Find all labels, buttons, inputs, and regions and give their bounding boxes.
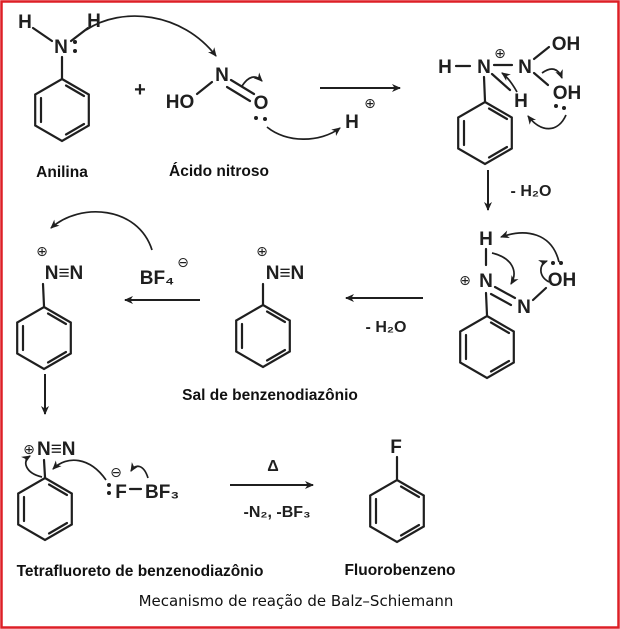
benzene-ring <box>17 476 73 542</box>
int2-curved-arrows <box>491 230 560 285</box>
benzene-ring <box>235 303 291 369</box>
nitroso-ho: HO <box>166 92 195 113</box>
arrow-bf4-to-n <box>50 210 153 251</box>
diazonium-left-charge: ⊕ <box>36 244 48 260</box>
tetra-bond <box>42 458 47 479</box>
tetra-label: Tetrafluoreto de benzenodiazônio <box>17 563 264 580</box>
bf4-formula: BF₄ <box>140 268 174 289</box>
int1-n1: N <box>477 57 491 78</box>
int1-h-mid: H <box>514 91 528 112</box>
int2-oh: OH <box>548 270 577 291</box>
nitroso-label: Ácido nitroso <box>169 163 269 180</box>
diazonium-charge: ⊕ <box>256 244 268 260</box>
arrow-noh-to-oh <box>541 68 563 79</box>
molecule-aniline: H H N Anilina <box>18 11 101 181</box>
aniline-label: Anilina <box>36 164 88 181</box>
tetra-curved-arrows <box>21 455 149 481</box>
arrow-noh-curl <box>538 260 550 283</box>
benzene-ring <box>459 314 515 380</box>
molecule-diazonium-center: ⊕ N≡N Sal de benzenodiazônio <box>182 244 358 404</box>
tetra-bf3: BF₃ <box>145 482 179 503</box>
delta-symbol: Δ <box>267 458 279 475</box>
diazonium-nn: N≡N <box>266 263 305 284</box>
loss-h2o-2: - H₂O <box>366 319 407 336</box>
arrow-oh-to-htop <box>500 230 560 263</box>
proton-h: H <box>345 112 359 133</box>
aniline-lone-pair <box>73 40 77 53</box>
benzene-ring <box>34 77 90 143</box>
int1-oh-top: OH <box>552 34 581 55</box>
bf4-charge: ⊖ <box>177 255 189 271</box>
diagram-caption: Mecanismo de reação de Balz–Schiemann <box>139 592 454 610</box>
bf4-anion: BF₄ ⊖ <box>50 210 189 289</box>
proton-charge: ⊕ <box>364 96 376 112</box>
arrow-f-to-ring <box>52 459 107 481</box>
final-reaction: Δ -N₂, -BF₃ <box>230 458 314 521</box>
molecule-diazonium-left: ⊕ N≡N <box>16 244 84 371</box>
molecule-tetrafluoroborate: ⊕ N≡N ⊖ F BF₃ Tetrafluoreto de benzenodi… <box>17 439 264 580</box>
arrow-n-lonepair-to-n <box>85 15 217 57</box>
diazonium-left-bond <box>41 282 46 308</box>
nitroso-o: O <box>254 93 269 114</box>
int2-charge: ⊕ <box>459 273 471 289</box>
int2-n1: N <box>479 271 493 292</box>
arrow-cn-to-n <box>21 455 43 478</box>
aniline-bonds <box>31 26 90 81</box>
arrow-fb-to-f <box>130 462 149 479</box>
int1-n2: N <box>518 57 532 78</box>
tetra-charge-minus: ⊖ <box>110 465 122 481</box>
curved-arrows-step1 <box>85 15 341 140</box>
tetra-f-lone-pair <box>107 483 111 495</box>
fluorobenzene-label: Fluorobenzeno <box>344 562 455 579</box>
arrow-pi-to-o <box>241 72 263 87</box>
arrow-nh-to-nn <box>491 252 519 285</box>
molecule-fluorobenzene: F Fluorobenzeno <box>344 437 455 579</box>
tetra-charge-plus: ⊕ <box>23 442 35 458</box>
int1-charge: ⊕ <box>494 46 506 62</box>
molecule-intermediate1: H ⊕ N N OH OH H <box>438 34 582 166</box>
aniline-h-left: H <box>18 12 32 33</box>
int2-n2: N <box>517 297 531 318</box>
diazonium-left-nn: N≡N <box>45 263 84 284</box>
int2-bonds <box>484 247 548 317</box>
conditions-text: -N₂, -BF₃ <box>244 504 311 521</box>
int1-curved-arrows <box>501 68 567 130</box>
molecule-intermediate2: H ⊕ N N OH <box>459 229 577 380</box>
nitroso-n: N <box>215 65 229 86</box>
int1-oh-bottom: OH <box>553 83 582 104</box>
arrow-o-to-proton <box>266 126 341 140</box>
tetra-f: F <box>115 482 127 503</box>
int1-h-left: H <box>438 57 452 78</box>
int2-h-top: H <box>479 229 493 250</box>
loss-h2o-1: - H₂O <box>511 183 552 200</box>
arrow-nh-to-n <box>501 72 518 93</box>
tetra-nn: N≡N <box>37 439 76 460</box>
nitroso-bonds <box>195 78 256 103</box>
aniline-n: N <box>54 37 68 58</box>
arrow-oh-to-h <box>527 114 567 130</box>
diazonium-label: Sal de benzenodiazônio <box>182 387 358 404</box>
plus-sign: + <box>134 79 146 101</box>
fluorobenzene-f: F <box>390 437 402 458</box>
int1-lone-pair <box>554 104 566 110</box>
molecule-nitrous-acid: HO N O Ácido nitroso <box>166 65 269 180</box>
int1-bonds <box>454 45 551 103</box>
nitroso-lone-pair <box>254 116 267 121</box>
proton: H ⊕ <box>345 96 376 133</box>
benzene-ring <box>369 478 425 544</box>
benzene-ring <box>457 100 513 166</box>
benzene-ring <box>16 305 72 371</box>
int2-lone-pair <box>551 261 563 265</box>
